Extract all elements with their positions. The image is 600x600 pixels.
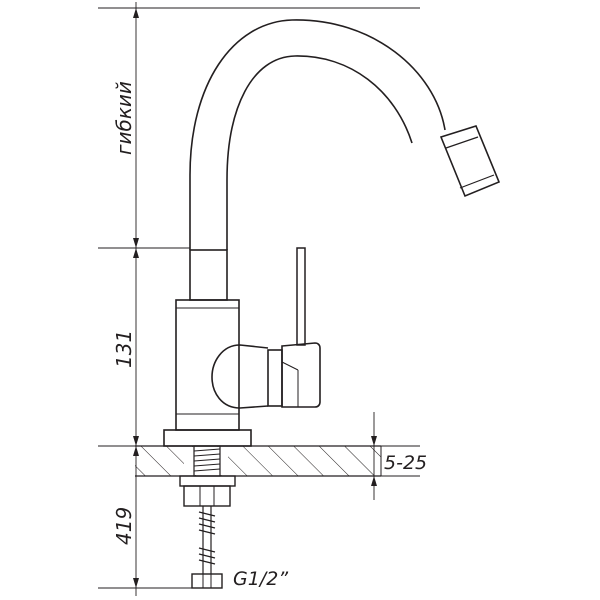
- flexible-spout: [189, 19, 501, 250]
- hose-length-label: 419: [112, 507, 136, 545]
- body-height-label: 131: [112, 330, 136, 368]
- thickness-label: 5-25: [384, 452, 427, 474]
- left-dimension-lines: [98, 2, 420, 596]
- braided-hose: [191, 506, 223, 589]
- flexible-spout-label: гибкий: [112, 81, 136, 155]
- faucet-body: [163, 249, 252, 447]
- thread-size-label: G1/2”: [233, 568, 288, 590]
- countertop-section: [135, 445, 382, 477]
- thickness-dimension: [366, 412, 420, 500]
- mixer-lever: [211, 247, 321, 409]
- mounting-stud: [179, 445, 236, 507]
